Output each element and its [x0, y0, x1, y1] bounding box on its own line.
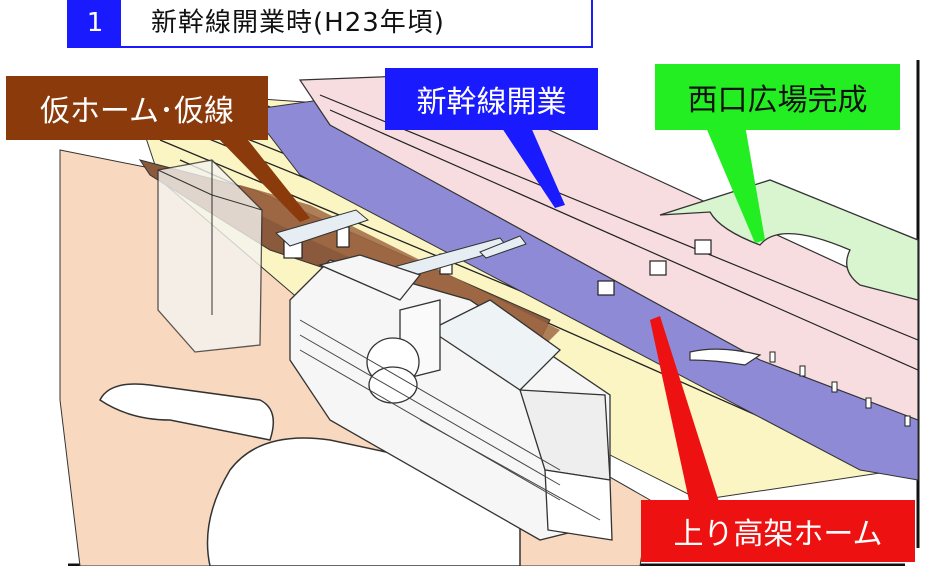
building-floor-lines [299, 319, 601, 521]
station-building [289, 254, 613, 541]
platform-canopy [689, 348, 762, 366]
callout-west-plaza: 西口広場完成 [655, 64, 900, 130]
title-text: 新幹線開業時(H23年頃) [151, 8, 445, 38]
pink-area-lines [319, 94, 919, 371]
diagram-title-box: 1 新幹線開業時(H23年頃) [67, 0, 593, 48]
callout-temporary-platform: 仮ホーム･仮線 [6, 76, 268, 140]
platform-kiosks [283, 226, 712, 296]
viaduct-pillars [769, 351, 911, 427]
callout-shinkansen-opening: 新幹線開業 [385, 68, 598, 130]
west-plaza-pointer [705, 125, 765, 243]
shinkansen-pointer [500, 125, 565, 208]
west-plaza-area [659, 179, 919, 301]
up-platform-pointer [650, 316, 720, 505]
title-number: 1 [69, 0, 121, 46]
temporary-platform-pointer [210, 130, 310, 222]
glass-tower [157, 159, 263, 353]
callout-up-elevated-platform: 上り高架ホーム [641, 500, 915, 562]
road-island-left [99, 383, 275, 441]
